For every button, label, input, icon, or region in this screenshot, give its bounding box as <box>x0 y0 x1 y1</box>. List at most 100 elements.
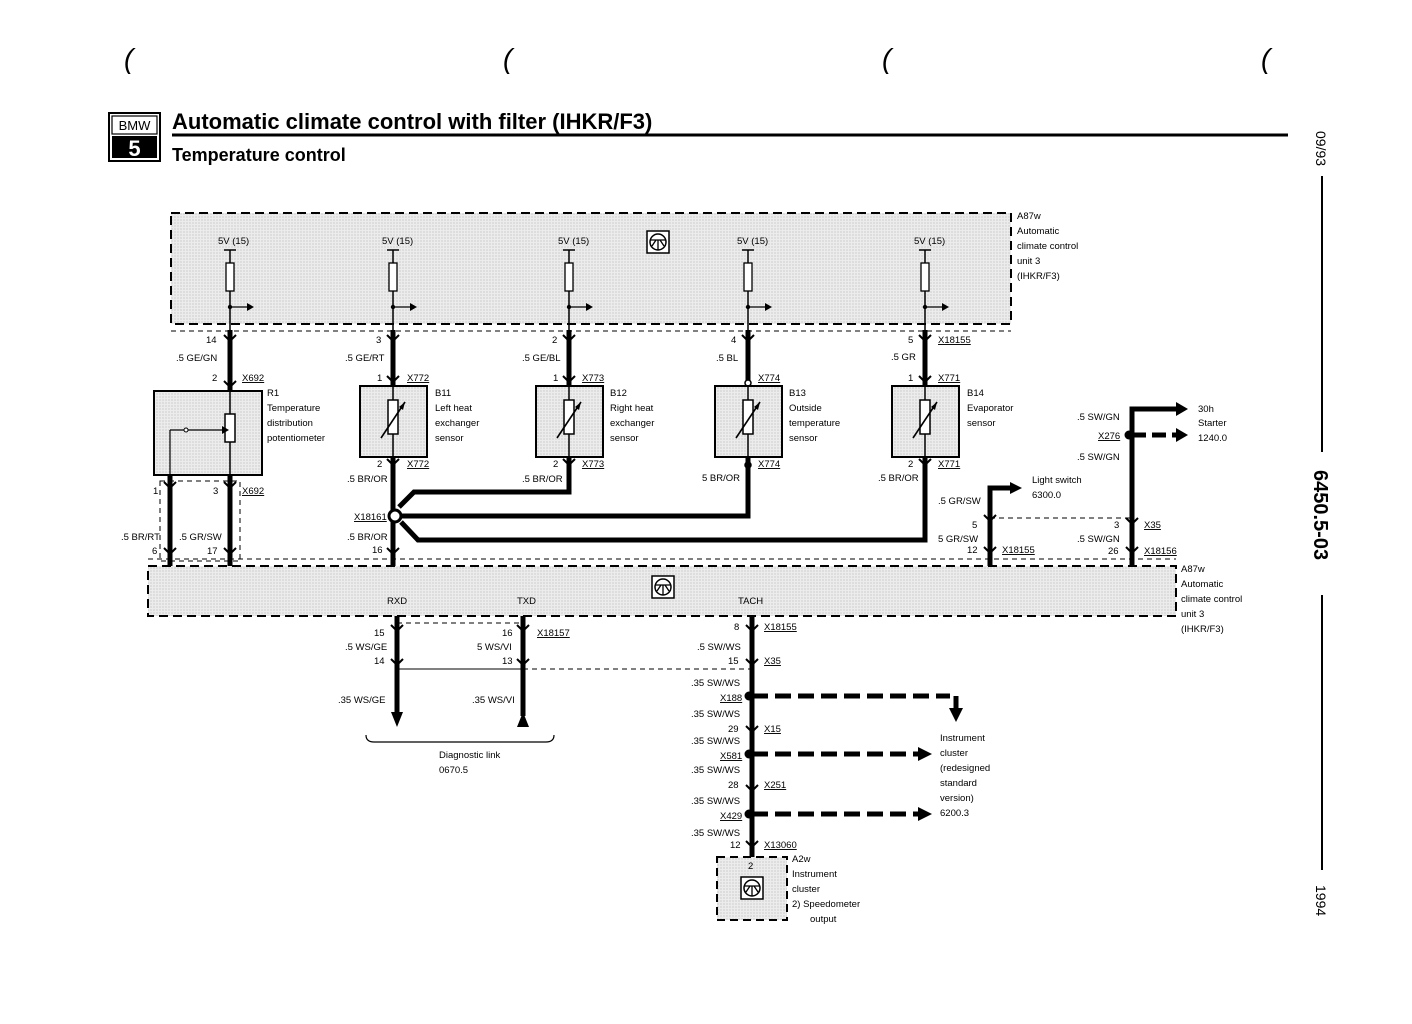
signal-arrow <box>247 303 254 311</box>
wire-color-br-or: .5 BR/OR <box>347 474 388 485</box>
signal-arrow <box>765 303 772 311</box>
connector-x15: X15 <box>764 724 781 735</box>
r1-potentiometer: R1 Temperature distribution potentiomete… <box>153 388 325 476</box>
ecu-icon <box>651 575 675 599</box>
b13-desc: temperature <box>789 418 840 429</box>
connector-x18155-tach: X18155 <box>764 622 797 633</box>
wire-color-35-ws-ge: .35 WS/GE <box>338 695 386 706</box>
b11-desc: exchanger <box>435 418 479 429</box>
r1-shield <box>159 480 241 562</box>
wire-color-35-sw-ws: .35 SW/WS <box>691 828 740 839</box>
wire-color-br-or-splice: .5 BR/OR <box>347 532 388 543</box>
cluster-label: Instrument <box>940 733 985 744</box>
bottom-control-unit: RXD TXD TACH A87w Automatic climate cont… <box>147 564 1242 635</box>
resistor-symbol <box>388 262 398 292</box>
resistor-symbol <box>920 262 930 292</box>
connector-x251: X251 <box>764 780 786 791</box>
pin-2-b12: 2 <box>553 459 558 470</box>
top-control-unit: A87w Automatic climate control unit 3 (I… <box>170 211 1078 325</box>
top-unit-desc: Automatic <box>1017 226 1059 237</box>
connector-chevron <box>562 334 576 343</box>
b13-desc: Outside <box>789 403 822 414</box>
light-switch-label: Light switch <box>1032 475 1082 486</box>
connector-x692-bottom: X692 <box>242 486 264 497</box>
a2w-desc: output <box>810 914 837 925</box>
connector-chevron <box>386 375 400 384</box>
connector-x276: X276 <box>1098 431 1120 442</box>
junction-dot <box>390 304 396 310</box>
pin-2-b11: 2 <box>377 459 382 470</box>
a2w-desc: Instrument <box>792 869 837 880</box>
b12-desc: Right heat <box>610 403 654 414</box>
wire-color-sw-gn: .5 SW/GN <box>1077 412 1120 423</box>
light-switch-feed: Light switch 6300.0 .5 GR/SW 5 5 GR/SW 1… <box>938 475 1132 566</box>
b11-desc: Left heat <box>435 403 472 414</box>
pin-5-ls: 5 <box>972 520 977 531</box>
connector-x771-top: X771 <box>938 373 960 384</box>
bottom-unit-desc: (IHKR/F3) <box>1181 624 1224 635</box>
pin-29: 29 <box>728 724 739 735</box>
signal-arrow <box>410 303 417 311</box>
page-title: Automatic climate control with filter (I… <box>172 109 652 134</box>
b11-desc: sensor <box>435 433 464 444</box>
wire-color-gr-sw-ls: .5 GR/SW <box>938 496 981 507</box>
r1-desc: distribution <box>267 418 313 429</box>
pin-1-b12: 1 <box>553 373 558 384</box>
b12-id: B12 <box>610 388 627 399</box>
wire-color-ge-rt: .5 GE/RT <box>345 353 385 364</box>
pin-13-diag: 13 <box>502 656 513 667</box>
starter-label: 30h <box>1198 404 1214 415</box>
doc-date: 09/93 <box>1313 131 1329 166</box>
pin-14-diag: 14 <box>374 656 385 667</box>
pin-2: 2 <box>552 335 557 346</box>
bmw-5-logo: BMW 5 <box>108 112 161 162</box>
wire-color-bl: .5 BL <box>716 353 738 364</box>
connector-x772-top: X772 <box>407 373 429 384</box>
wire-color-sw-gn-3: .5 SW/GN <box>1077 534 1120 545</box>
binding-mark-3: ( <box>882 43 894 74</box>
b14-desc: sensor <box>967 418 996 429</box>
pin-15-rxd: 15 <box>374 628 385 639</box>
connector-x773-bottom: X773 <box>582 459 604 470</box>
resistor-symbol <box>743 262 753 292</box>
doc-number: 6450.5-03 <box>1309 470 1331 560</box>
connector-chevron <box>918 334 932 343</box>
pin-2-r1: 2 <box>212 373 217 384</box>
signal-txd: TXD <box>517 596 536 607</box>
r1-pin-1: 1 <box>153 486 158 497</box>
connector-x35-tach: X35 <box>764 656 781 667</box>
ecu-icon <box>740 876 764 900</box>
supply-columns <box>224 249 949 330</box>
starter-ref: 1240.0 <box>1198 433 1227 444</box>
signal-tach: TACH <box>738 596 763 607</box>
signal-arrow <box>942 303 949 311</box>
pin-3: 3 <box>376 335 381 346</box>
connector-x18155-top: X18155 <box>938 335 971 346</box>
connector-x35-starter: X35 <box>1144 520 1161 531</box>
pin-2-b14: 2 <box>908 459 913 470</box>
cluster-ref: 6200.3 <box>940 808 969 819</box>
light-switch-ref: 6300.0 <box>1032 490 1061 501</box>
connector-x18156: X18156 <box>1144 546 1177 557</box>
binding-mark-4: ( <box>1261 43 1273 74</box>
arrow-head <box>399 402 405 410</box>
temperature-sensors <box>359 385 960 458</box>
wire-color-35-ws-vi: .35 WS/VI <box>472 695 515 706</box>
pin-8: 8 <box>734 622 739 633</box>
signal-arrow <box>586 303 593 311</box>
cluster-label: cluster <box>940 748 968 759</box>
pin-28: 28 <box>728 780 739 791</box>
a2w-desc: 2) Speedometer <box>792 899 860 910</box>
r1-desc: potentiometer <box>267 433 325 444</box>
wire-color-35-sw-ws: .35 SW/WS <box>691 678 740 689</box>
supply-5v-15: 5V (15) <box>218 236 249 247</box>
a2w-desc: cluster <box>792 884 820 895</box>
connector-x772-bottom: X772 <box>407 459 429 470</box>
bottom-unit-desc: climate control <box>1181 594 1242 605</box>
b11-id: B11 <box>435 388 451 399</box>
wire-color-35-sw-ws: .35 SW/WS <box>691 796 740 807</box>
thermistor-symbol <box>742 399 754 435</box>
r1-pin-3: 3 <box>213 486 218 497</box>
binding-mark-2: ( <box>503 43 515 74</box>
